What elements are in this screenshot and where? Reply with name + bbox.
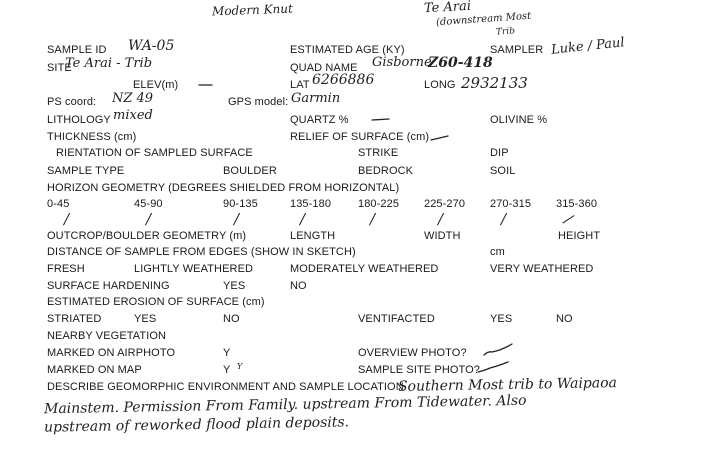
outcrop-geometry-label: OUTCROP/BOULDER GEOMETRY (m)	[47, 230, 247, 242]
strike-label: STRIKE	[358, 147, 399, 159]
height-label: HEIGHT	[558, 230, 601, 242]
overview-check	[483, 343, 513, 356]
erosion-label: ESTIMATED EROSION OF SURFACE (cm)	[47, 296, 265, 308]
quartz-label: QUARTZ %	[290, 114, 349, 126]
length-label: LENGTH	[290, 230, 336, 242]
ventifacted-no-label: NO	[556, 313, 573, 325]
relief-dash	[430, 135, 449, 141]
map-y-label: Y	[223, 364, 231, 376]
lithology-label: LITHOLOGY	[47, 114, 111, 126]
horizon-tick: /	[146, 210, 152, 228]
horizon-range: 45-90	[134, 198, 163, 210]
long-value: 2932133	[461, 74, 528, 92]
ventifacted-label: VENTIFACTED	[358, 313, 435, 325]
lat-value: 6266886	[312, 72, 375, 88]
airphoto-label: MARKED ON AIRPHOTO	[47, 347, 176, 359]
dip-label: DIP	[490, 147, 509, 159]
horizon-tick: /	[370, 210, 376, 228]
site-value: Te Arai - Trib	[65, 56, 153, 71]
horizon-tick: /	[438, 210, 444, 228]
elev-label: ELEV(m)	[133, 79, 179, 91]
quad-value: Gisborne	[372, 55, 432, 70]
estimated-age-label: ESTIMATED AGE (KY)	[290, 44, 405, 56]
horizon-range: 90-135	[223, 198, 258, 210]
hardening-yes-label: YES	[223, 280, 246, 292]
moderately-weathered-label: MODERATELY WEATHERED	[290, 263, 439, 275]
lithology-value: mixed	[113, 108, 153, 123]
thickness-label: THICKNESS (cm)	[47, 131, 137, 143]
horizon-tick: /	[300, 210, 306, 228]
describe-label: DESCRIBE GEOMORPHIC ENVIRONMENT AND SAMP…	[47, 381, 404, 393]
orientation-label: RIENTATION OF SAMPLED SURFACE	[56, 147, 253, 159]
horizon-tick: /	[501, 210, 507, 228]
lat-label: LAT	[290, 79, 310, 91]
site-photo-label: SAMPLE SITE PHOTO?	[358, 364, 481, 376]
map-label: MARKED ON MAP	[47, 364, 142, 376]
bedrock-label: BEDROCK	[358, 165, 414, 177]
striated-no-label: NO	[223, 313, 240, 325]
ventifacted-yes-label: YES	[490, 313, 513, 325]
horizon-range: 315-360	[556, 198, 598, 210]
distance-label: DISTANCE OF SAMPLE FROM EDGES (SHOW IN S…	[47, 246, 356, 258]
soil-label: SOIL	[490, 165, 516, 177]
sampler-label: SAMPLER	[490, 44, 544, 56]
horizon-geometry-label: HORIZON GEOMETRY (DEGREES SHIELDED FROM …	[47, 182, 400, 194]
fresh-label: FRESH	[47, 263, 85, 275]
quad-code-value: Z60-418	[428, 55, 493, 71]
horizon-tick: /	[234, 210, 240, 228]
relief-label: RELIEF OF SURFACE (cm)	[290, 131, 430, 143]
horizon-range: 180-225	[358, 198, 400, 210]
horizon-range: 0-45	[47, 198, 70, 210]
vegetation-label: NEARBY VEGETATION	[47, 330, 167, 342]
gps-model-label: GPS model:	[228, 96, 289, 108]
striated-label: STRIATED	[47, 313, 102, 325]
site-photo-check	[477, 361, 509, 373]
very-weathered-label: VERY WEATHERED	[490, 263, 594, 275]
sample-id-value: WA-05	[128, 38, 175, 54]
width-label: WIDTH	[424, 230, 461, 242]
long-label: LONG	[424, 79, 456, 91]
surface-hardening-label: SURFACE HARDENING	[47, 280, 170, 292]
sample-type-label: SAMPLE TYPE	[47, 165, 125, 177]
striated-yes-label: YES	[134, 313, 157, 325]
airphoto-y-label: Y	[223, 347, 231, 359]
site-photo-y-scribble: Y	[237, 362, 243, 371]
horizon-range: 270-315	[490, 198, 532, 210]
hardening-no-label: NO	[290, 280, 307, 292]
horizon-range: 225-270	[424, 198, 466, 210]
olivine-label: OLIVINE %	[490, 114, 548, 126]
overview-photo-label: OVERVIEW PHOTO?	[358, 347, 467, 359]
site-label: SITE	[47, 62, 72, 74]
gps-model-value: Garmin	[291, 91, 341, 106]
lightly-weathered-label: LIGHTLY WEATHERED	[134, 263, 254, 275]
sample-id-label: SAMPLE ID	[47, 44, 107, 56]
cm-label: cm	[490, 246, 505, 258]
gps-coord-label: PS coord:	[47, 96, 97, 108]
gps-coord-value: NZ 49	[112, 91, 154, 106]
quad-name-label: QUAD NAME	[290, 62, 358, 74]
boulder-label: BOULDER	[223, 165, 277, 177]
horizon-tick: /	[64, 210, 70, 228]
quartz-dash	[371, 118, 390, 121]
horizon-range: 135-180	[290, 198, 332, 210]
